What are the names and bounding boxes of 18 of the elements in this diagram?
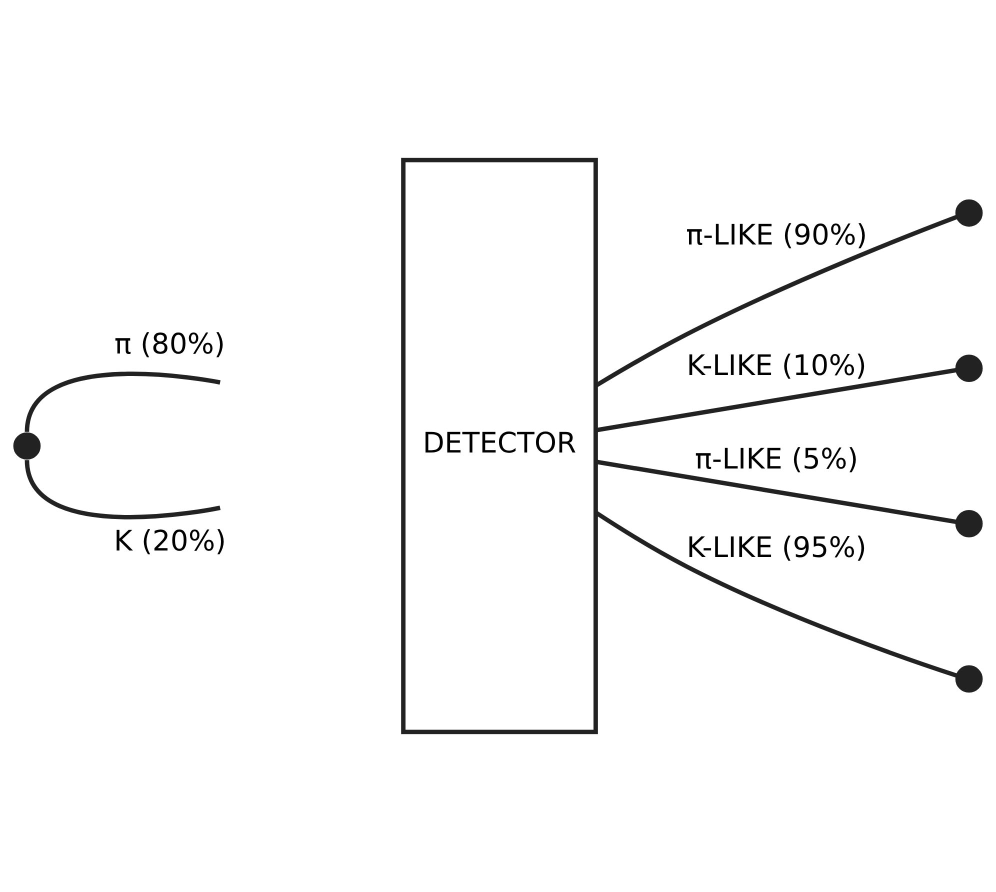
node-circle <box>955 665 983 693</box>
connector <box>24 372 221 432</box>
connector <box>24 460 221 520</box>
connector <box>596 460 958 524</box>
edge-label: π (80%) <box>114 327 226 360</box>
edge-label: π-LIKE (5%) <box>694 442 858 476</box>
edge-label: π-LIKE (90%) <box>686 218 868 252</box>
node-circle <box>955 199 983 227</box>
connector <box>594 510 958 678</box>
edge-label: K (20%) <box>114 524 226 558</box>
node-circle <box>955 510 983 538</box>
connector <box>594 214 959 388</box>
node-circle <box>13 432 41 460</box>
node-circle <box>955 354 983 382</box>
node-box: DETECTOR <box>401 158 598 734</box>
edge-label: K-LIKE (10%) <box>686 349 867 382</box>
edge-label: K-LIKE (95%) <box>686 530 867 564</box>
connector <box>596 368 958 432</box>
